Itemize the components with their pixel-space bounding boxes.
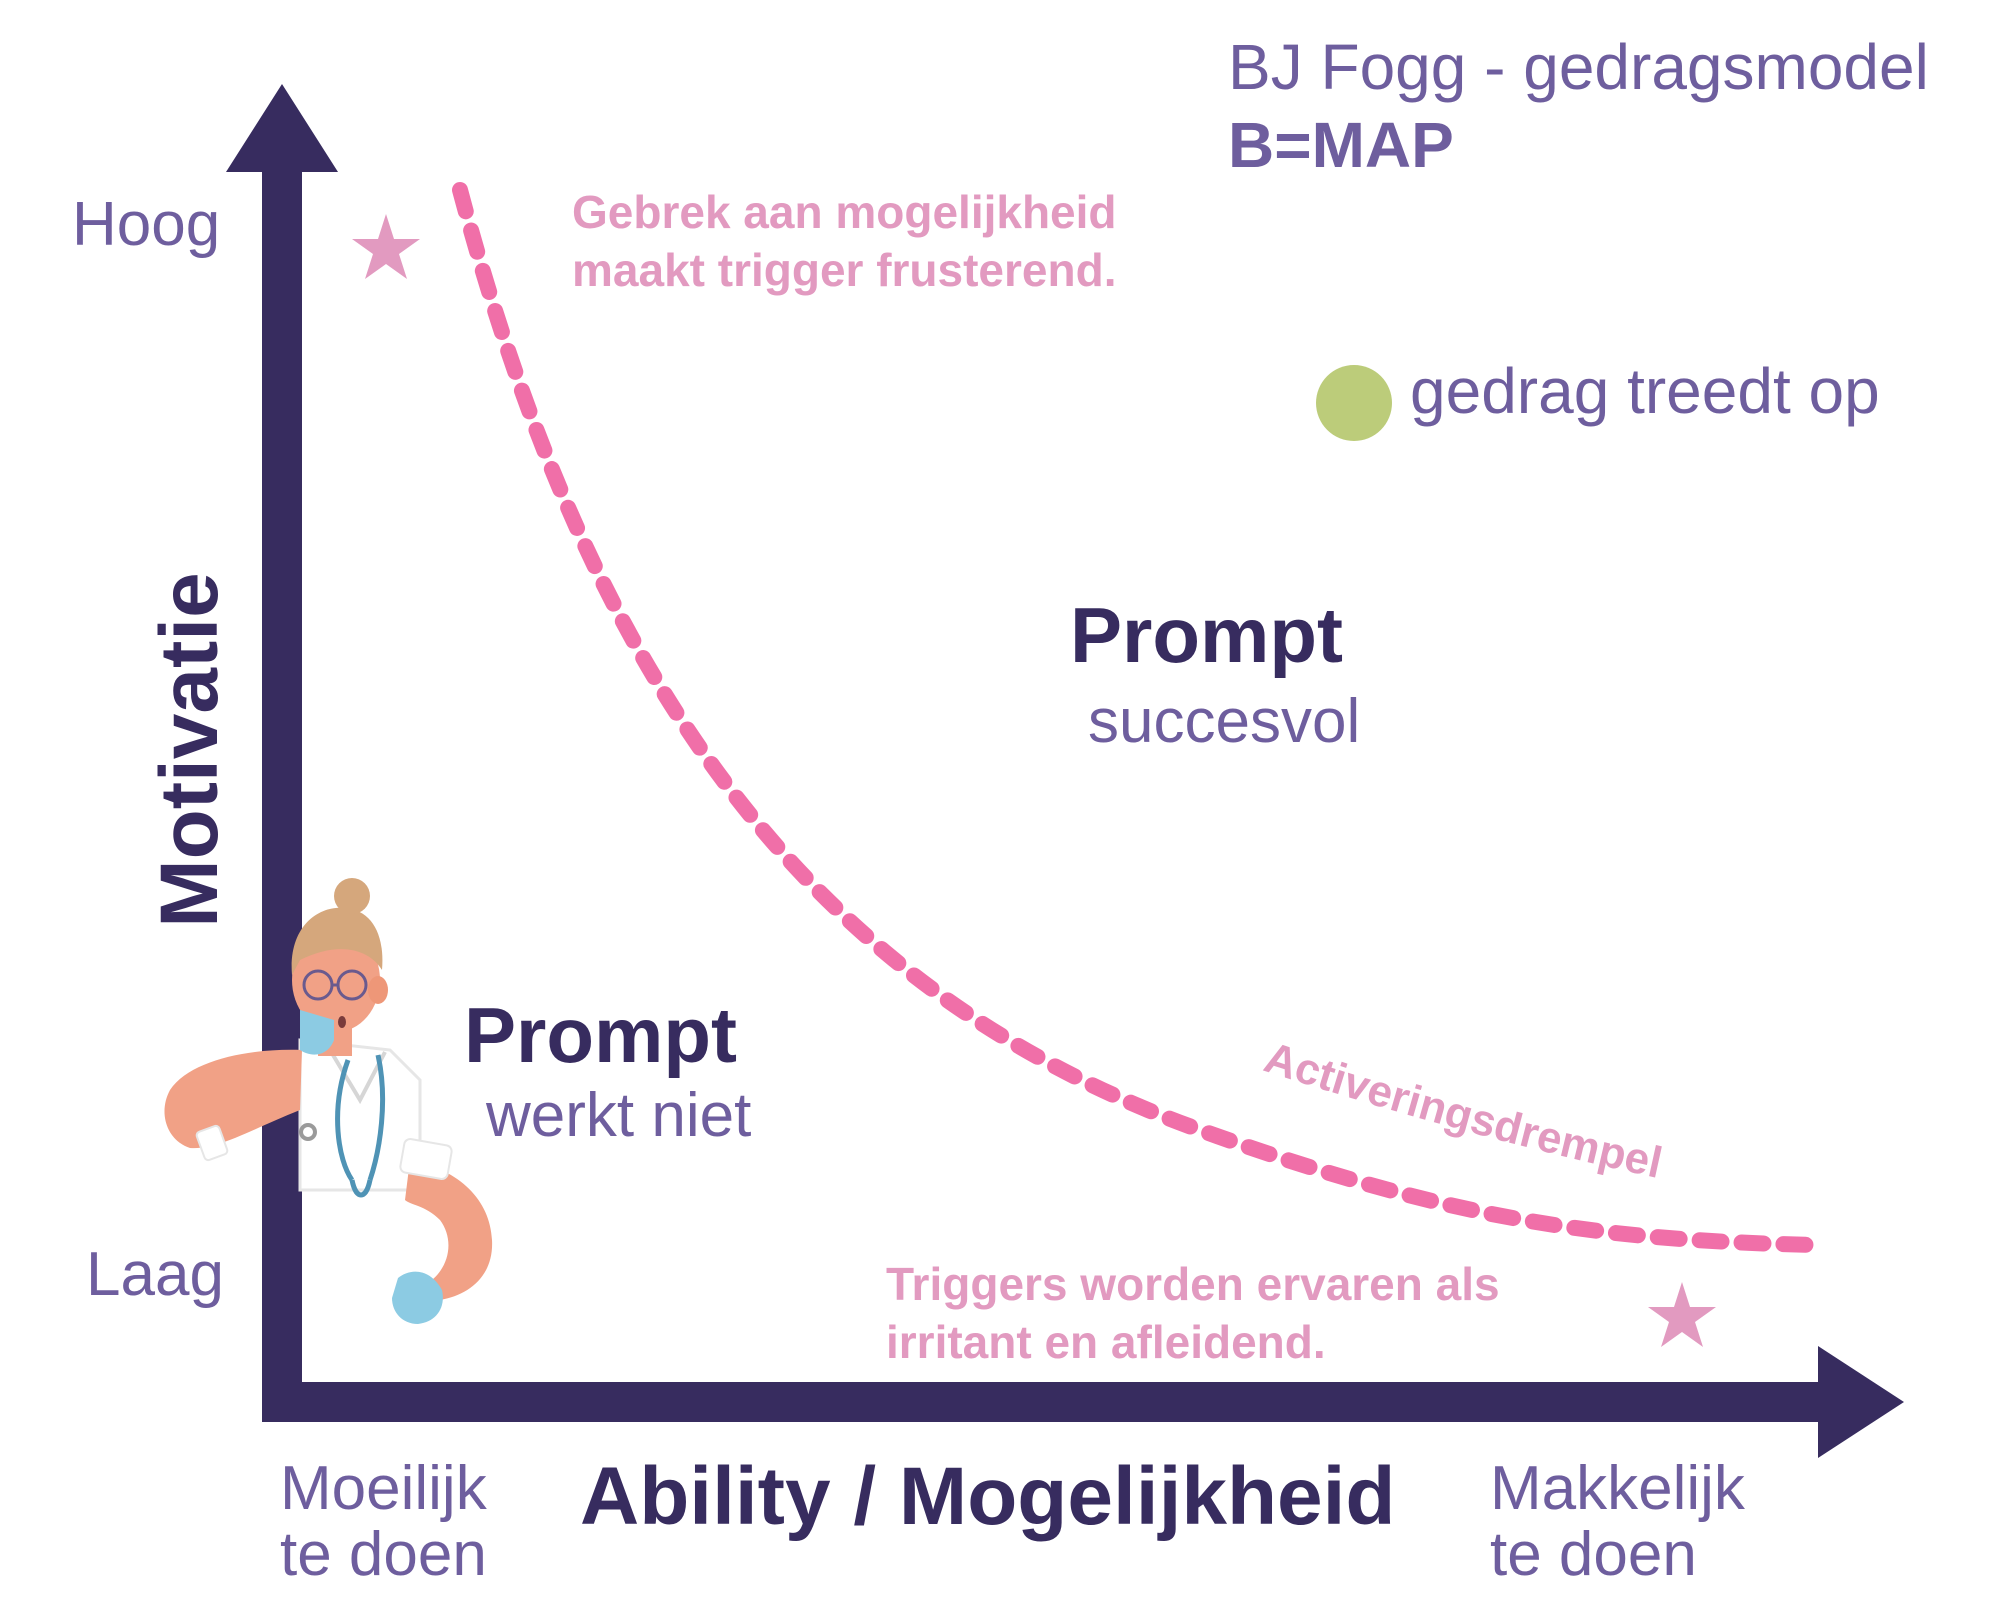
y-axis-title: Motivatie — [144, 572, 235, 928]
zone-success-heading: Prompt — [1070, 591, 1343, 679]
x-axis-left-label-line2: te doen — [280, 1520, 487, 1589]
x-axis-arrowhead — [1818, 1346, 1904, 1458]
legend-label: gedrag treedt op — [1410, 355, 1880, 427]
model-formula: B=MAP — [1228, 109, 1454, 181]
activation-threshold-curve — [452, 182, 1822, 1253]
note-top-line1: Gebrek aan mogelijkheid — [572, 186, 1117, 238]
x-axis-title: Ability / Mogelijkheid — [580, 1451, 1396, 1542]
note-bottom-line1: Triggers worden ervaren als — [886, 1258, 1500, 1310]
y-axis-high-label: Hoog — [72, 190, 221, 259]
y-axis-line — [262, 170, 302, 1422]
x-axis-right-label-line2: te doen — [1490, 1520, 1697, 1589]
legend-dot-icon — [1316, 365, 1392, 441]
x-axis-line — [262, 1382, 1828, 1422]
note-bottom-line2: irritant en afleidend. — [886, 1316, 1326, 1368]
nurse-illustration — [164, 878, 493, 1324]
y-axis-arrowhead — [226, 84, 338, 172]
curve-label: Activeringsdrempel — [1259, 1033, 1667, 1188]
model-title: BJ Fogg - gedragsmodel — [1228, 31, 1929, 103]
x-axis-left-label-line1: Moeilijk — [280, 1454, 487, 1523]
zone-success-subtext: succesvol — [1088, 687, 1361, 756]
note-top-line2: maakt trigger frusterend. — [572, 244, 1117, 296]
y-axis-low-label: Laag — [86, 1240, 224, 1309]
star-icon — [1648, 1282, 1716, 1347]
curve-label-text: Activeringsdrempel — [1259, 1033, 1667, 1188]
zone-fail-heading: Prompt — [464, 991, 737, 1079]
star-icon — [352, 214, 420, 279]
x-axis-right-label-line1: Makkelijk — [1490, 1454, 1745, 1523]
zone-fail-subtext: werkt niet — [486, 1081, 752, 1150]
